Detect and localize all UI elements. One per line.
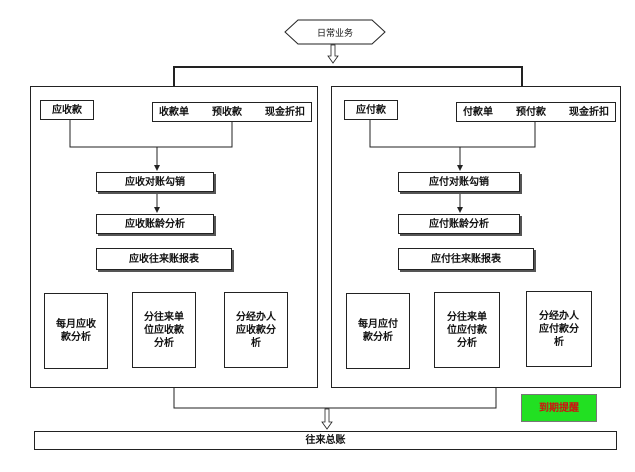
receivable-aging-box: 应收账龄分析 — [96, 214, 214, 234]
receipt-doc-label: 收款单 — [159, 106, 189, 118]
receivable-panel — [30, 86, 318, 388]
daily-business-label: 日常业务 — [316, 28, 353, 39]
due-reminder-box: 到期提醒 — [521, 394, 597, 422]
payable-handler-box: 分经办人 应付款分 析 — [526, 291, 592, 367]
right-merge-line — [369, 120, 536, 148]
receivable-handler-box: 分经办人 应收款分 析 — [224, 292, 288, 368]
receivable-monthly-box: 每月应收 款分析 — [44, 293, 108, 369]
bottom-hollow-arrow — [321, 408, 333, 430]
start-hexagon — [284, 19, 386, 45]
payable-partner-box: 分往来单 位应付款 分析 — [434, 292, 500, 368]
receivable-report-box: 应收往来账报表 — [96, 248, 232, 270]
receipt-docs-box: 收款单 预收款 现金折扣 — [152, 102, 312, 122]
left-merge-line — [69, 120, 233, 148]
split-line — [173, 66, 523, 86]
payable-report-box: 应付往来账报表 — [398, 248, 534, 270]
advance-receipt-label: 预收款 — [212, 106, 242, 118]
top-hollow-arrow — [327, 44, 339, 64]
payable-monthly-box: 每月应付 款分析 — [346, 293, 410, 369]
payable-verify-box: 应付对账勾销 — [398, 172, 520, 192]
receivable-source-box: 应收款 — [40, 100, 94, 120]
payment-docs-box: 付款单 预付款 现金折扣 — [456, 102, 616, 122]
payable-aging-box: 应付账龄分析 — [398, 214, 520, 234]
bottom-merge-line — [173, 388, 497, 409]
cash-discount-label: 现金折扣 — [265, 106, 305, 118]
payable-source-box: 应付款 — [344, 100, 398, 120]
cash-discount-label: 现金折扣 — [569, 106, 609, 118]
payment-doc-label: 付款单 — [463, 106, 493, 118]
general-ledger-box: 往来总账 — [34, 431, 617, 450]
receivable-partner-box: 分往来单 位应收款 分析 — [132, 292, 196, 368]
receivable-verify-box: 应收对账勾销 — [96, 172, 214, 192]
payable-panel — [331, 86, 621, 388]
advance-payment-label: 预付款 — [516, 106, 546, 118]
